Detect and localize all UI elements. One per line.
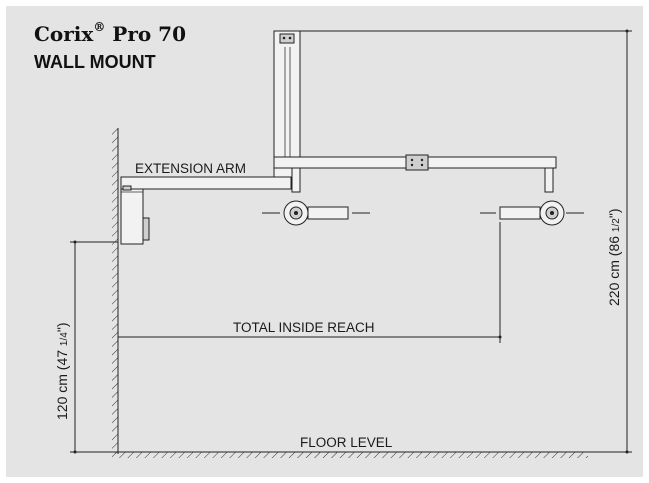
x-ray-head-right bbox=[480, 167, 584, 226]
total-height-label: 220 cm (86 1/2") bbox=[606, 209, 622, 306]
horizontal-arm bbox=[273, 154, 557, 171]
wall-bracket bbox=[120, 185, 150, 245]
inside-reach-label: TOTAL INSIDE REACH bbox=[233, 320, 375, 335]
total-height-dimension bbox=[300, 29, 632, 454]
product-title: Corix® Pro 70 bbox=[34, 20, 187, 46]
inside-reach-dimension bbox=[118, 222, 502, 343]
extension-arm bbox=[120, 176, 292, 191]
mount-height-label: 120 cm (47 1/4") bbox=[54, 323, 70, 420]
floor bbox=[112, 451, 588, 458]
mount-height-dimension bbox=[70, 240, 118, 454]
model-name: Pro 70 bbox=[112, 22, 187, 46]
vertical-column bbox=[273, 30, 301, 178]
wall bbox=[112, 128, 119, 454]
x-ray-head-left bbox=[262, 167, 370, 226]
extension-arm-label: EXTENSION ARM bbox=[135, 161, 246, 176]
registered-mark: ® bbox=[93, 20, 106, 35]
mount-type-title: WALL MOUNT bbox=[34, 52, 156, 72]
floor-level-label: FLOOR LEVEL bbox=[300, 435, 393, 450]
brand-name: Corix bbox=[34, 22, 94, 46]
